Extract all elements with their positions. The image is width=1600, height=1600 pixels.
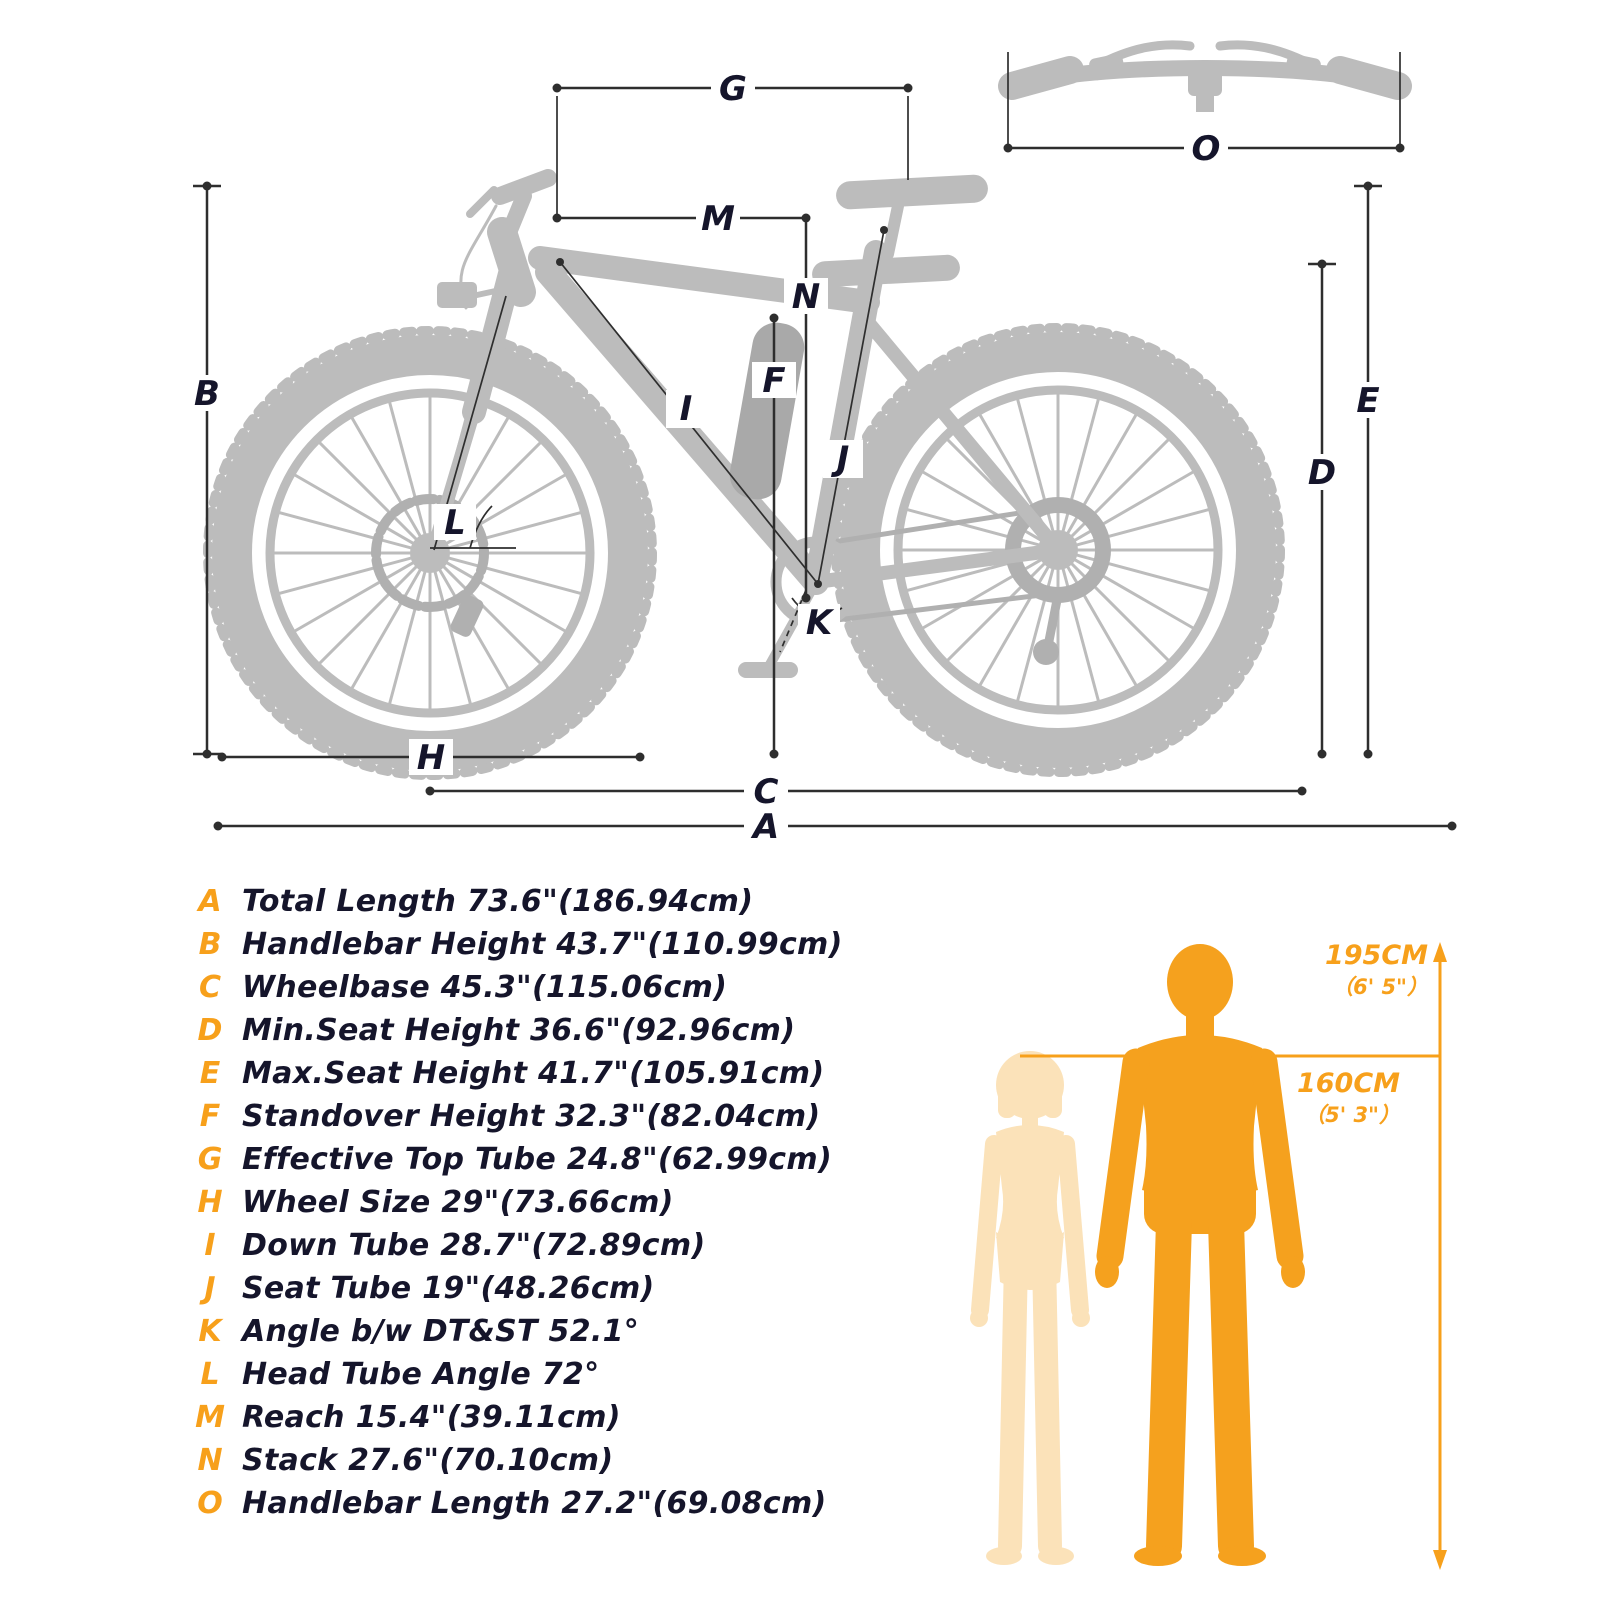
rider-size-chart: 195CM （6' 5"） 160CM （5' 3"） (970, 940, 1447, 1570)
legend-text: Handlebar Length 27.2"(69.08cm) (242, 1486, 827, 1521)
legend-key: G (197, 1142, 223, 1177)
dim-A (213, 821, 1457, 831)
svg-text:G: G (719, 69, 747, 109)
legend-item-h: H Wheel Size 29"(73.66cm) (190, 1185, 843, 1228)
legend-key: M (195, 1400, 225, 1435)
legend-item-k: K Angle b/w DT&ST 52.1° (190, 1314, 843, 1357)
dim-label-D: D (1300, 453, 1344, 493)
dim-label-F: F (752, 361, 796, 401)
legend-key: A (198, 884, 222, 919)
man-silhouette (1095, 944, 1305, 1566)
svg-text:N: N (792, 277, 820, 317)
short-height-ft: （5' 3"） (1304, 1103, 1400, 1127)
dim-B (193, 181, 221, 759)
dim-label-O: O (1184, 129, 1228, 169)
svg-text:H: H (417, 738, 445, 778)
tall-height-ft: （6' 5"） (1332, 975, 1428, 999)
legend-key: C (198, 970, 222, 1005)
dim-label-G: G (711, 69, 755, 109)
legend-item-c: C Wheelbase 45.3"(115.06cm) (190, 970, 843, 1013)
legend-text: Effective Top Tube 24.8"(62.99cm) (242, 1142, 832, 1177)
legend-item-g: G Effective Top Tube 24.8"(62.99cm) (190, 1142, 843, 1185)
legend-key: I (204, 1228, 216, 1263)
dim-label-E: E (1346, 381, 1390, 421)
legend-key: H (197, 1185, 223, 1220)
dim-label-I: I (666, 389, 706, 429)
dimension-legend: A Total Length 73.6"(186.94cm) B Handlebar… (190, 884, 843, 1529)
svg-text:C: C (754, 772, 779, 812)
dim-D (1308, 259, 1336, 759)
legend-item-e: E Max.Seat Height 41.7"(105.91cm) (190, 1056, 843, 1099)
tall-height-cm: 195CM (1325, 940, 1428, 971)
dim-label-B: B (185, 374, 229, 414)
height-arrow-195 (1433, 942, 1447, 1570)
legend-key: K (198, 1314, 222, 1349)
legend-item-d: D Min.Seat Height 36.6"(92.96cm) (190, 1013, 843, 1056)
woman-silhouette (970, 1051, 1090, 1565)
legend-text: Standover Height 32.3"(82.04cm) (242, 1099, 821, 1134)
bike-diagram: G O B M N F I J K L E D H C A (185, 40, 1457, 847)
legend-text: Angle b/w DT&ST 52.1° (242, 1314, 640, 1349)
dim-label-L: L (434, 503, 476, 543)
dim-C (425, 786, 1307, 796)
legend-text: Total Length 73.6"(186.94cm) (242, 884, 754, 919)
dim-label-A: A (744, 807, 788, 847)
svg-text:I: I (680, 389, 693, 429)
legend-text: Reach 15.4"(39.11cm) (242, 1400, 621, 1435)
dim-label-M: M (696, 199, 740, 239)
saddle (812, 174, 988, 317)
legend-text: Head Tube Angle 72° (242, 1357, 600, 1392)
legend-item-i: I Down Tube 28.7"(72.89cm) (190, 1228, 843, 1271)
legend-text: Down Tube 28.7"(72.89cm) (242, 1228, 706, 1263)
legend-text: Min.Seat Height 36.6"(92.96cm) (242, 1013, 796, 1048)
svg-text:L: L (444, 503, 466, 543)
legend-text: Seat Tube 19"(48.26cm) (242, 1271, 655, 1306)
legend-key: E (199, 1056, 221, 1091)
front-disc-rotor (371, 494, 489, 612)
handlebar-top-view (998, 40, 1412, 112)
legend-key: D (197, 1013, 223, 1048)
svg-text:A: A (750, 807, 779, 847)
legend-item-j: J Seat Tube 19"(48.26cm) (190, 1271, 843, 1314)
svg-text:K: K (806, 603, 835, 643)
dim-label-C: C (744, 772, 788, 812)
legend-key: F (199, 1099, 221, 1134)
dim-label-K: K (798, 603, 840, 643)
svg-text:M: M (701, 199, 735, 239)
legend-key: L (200, 1357, 220, 1392)
dim-label-H: H (409, 738, 453, 778)
legend-item-f: F Standover Height 32.3"(82.04cm) (190, 1099, 843, 1142)
battery (729, 322, 805, 500)
legend-key: O (197, 1486, 223, 1521)
legend-text: Handlebar Height 43.7"(110.99cm) (242, 927, 843, 962)
legend-item-m: M Reach 15.4"(39.11cm) (190, 1400, 843, 1443)
legend-item-n: N Stack 27.6"(70.10cm) (190, 1443, 843, 1486)
legend-item-o: O Handlebar Length 27.2"(69.08cm) (190, 1486, 843, 1529)
legend-item-a: A Total Length 73.6"(186.94cm) (190, 884, 843, 927)
brake-caliper (450, 595, 484, 637)
svg-text:E: E (1356, 381, 1379, 421)
legend-item-b: B Handlebar Height 43.7"(110.99cm) (190, 927, 843, 970)
legend-text: Wheel Size 29"(73.66cm) (242, 1185, 674, 1220)
legend-text: Max.Seat Height 41.7"(105.91cm) (242, 1056, 825, 1091)
legend-key: B (198, 927, 222, 962)
legend-key: N (197, 1443, 223, 1478)
svg-text:D: D (1308, 453, 1336, 493)
dim-E (1354, 181, 1382, 759)
dim-M (552, 213, 811, 223)
front-light (437, 282, 477, 308)
svg-text:F: F (762, 361, 785, 401)
legend-key: J (204, 1271, 216, 1306)
rear-derailleur (1043, 590, 1063, 651)
svg-text:O: O (1192, 129, 1221, 169)
legend-item-l: L Head Tube Angle 72° (190, 1357, 843, 1400)
svg-text:B: B (194, 374, 220, 414)
dim-label-J: J (823, 439, 863, 479)
short-height-cm: 160CM (1297, 1068, 1400, 1099)
dim-label-N: N (784, 277, 828, 317)
legend-text: Stack 27.6"(70.10cm) (242, 1443, 614, 1478)
legend-text: Wheelbase 45.3"(115.06cm) (242, 970, 728, 1005)
